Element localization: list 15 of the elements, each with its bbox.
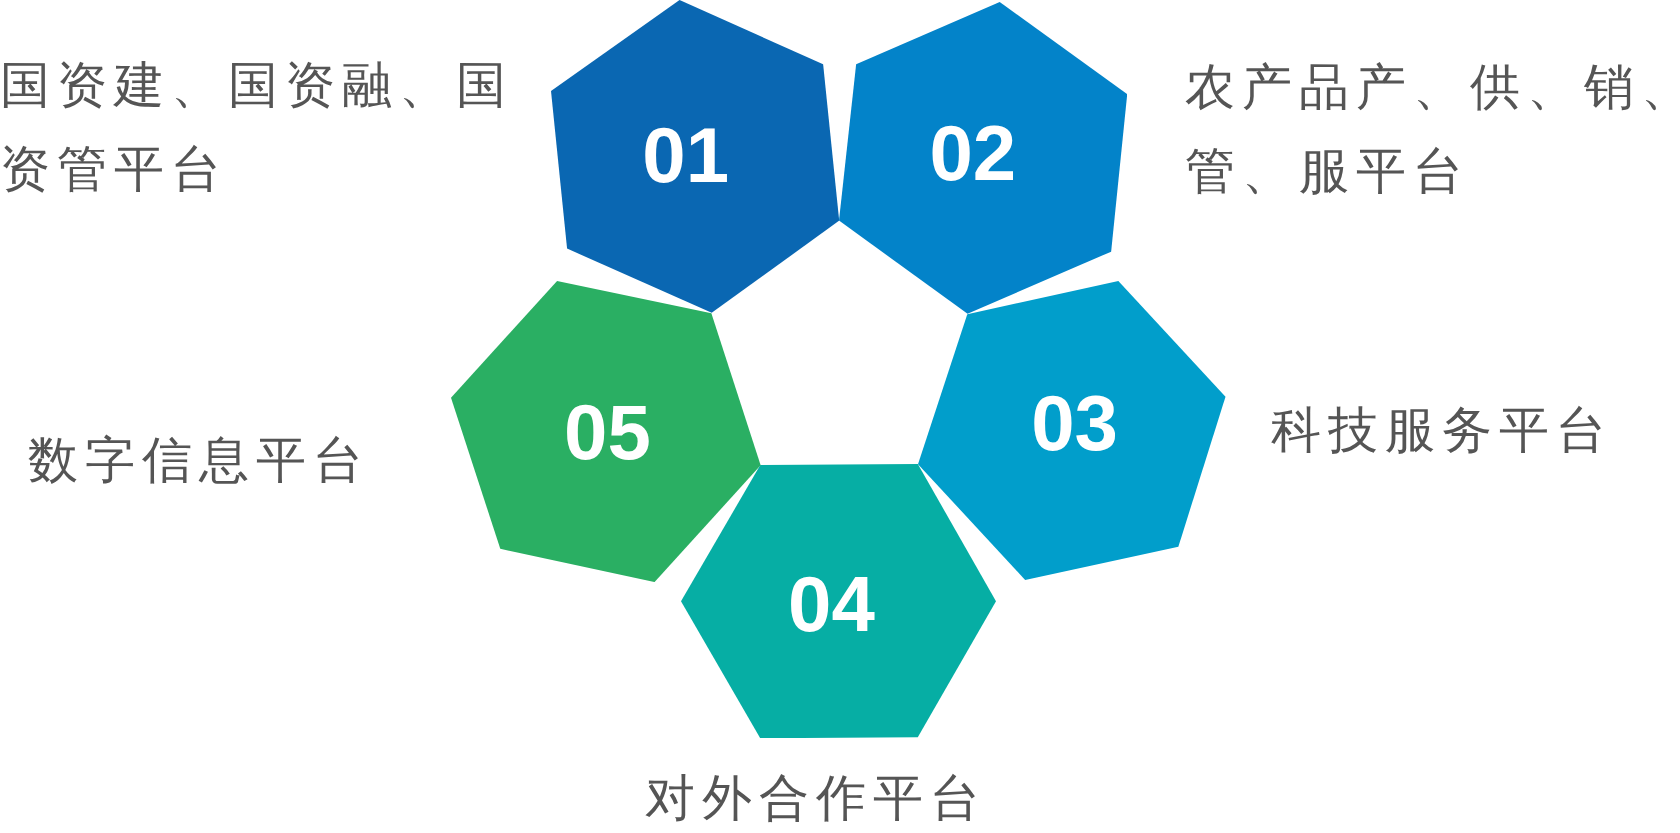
platform-label: 国资建、国资融、国资管平台 <box>0 55 514 199</box>
tile-number: 03 <box>1031 384 1118 463</box>
platform-label: 对外合作平台 <box>644 769 989 829</box>
tile-number: 02 <box>929 114 1017 193</box>
hexagon-tile <box>550 0 839 313</box>
tile-number: 04 <box>788 565 875 644</box>
platform-label: 数字信息平台 <box>27 430 371 490</box>
platform-label: 农产品产、供、销、管、服平台 <box>1185 58 1680 201</box>
platform-label: 科技服务平台 <box>1270 400 1614 460</box>
hexagon-tile <box>681 463 997 739</box>
hexagon-tile <box>918 280 1226 580</box>
tile-number: 05 <box>564 392 651 471</box>
hexagon-tile <box>451 280 761 582</box>
tile-number: 01 <box>642 116 730 195</box>
hexagon-tile <box>838 2 1128 314</box>
